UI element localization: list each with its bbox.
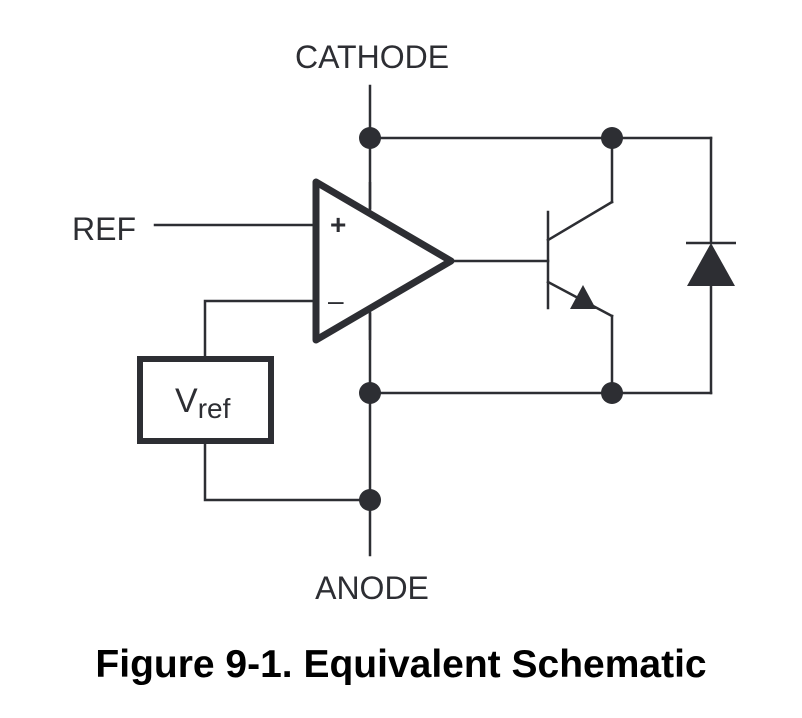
figure-caption: Figure 9-1. Equivalent Schematic xyxy=(95,643,706,686)
ref-label: REF xyxy=(72,211,136,247)
vref-top-wire xyxy=(203,299,318,360)
diode-icon xyxy=(687,243,735,286)
vref-bottom-wire xyxy=(203,439,372,502)
collector-lead xyxy=(546,200,614,242)
vref-box xyxy=(137,356,274,444)
vref-main: V xyxy=(175,382,198,420)
emitter-arrow-icon xyxy=(570,285,596,309)
cathode-label: CATHODE xyxy=(295,39,449,75)
junction-dot xyxy=(359,382,381,404)
vref-subscript: ref xyxy=(198,393,231,424)
junction-dot xyxy=(359,489,381,511)
junction-dot xyxy=(601,127,623,149)
anode-label: ANODE xyxy=(315,570,429,606)
junction-dot xyxy=(359,127,381,149)
minus-sign: – xyxy=(328,285,344,316)
vref-label: Vref xyxy=(175,382,231,424)
junction-dot xyxy=(601,382,623,404)
opamp-triangle xyxy=(312,178,455,344)
plus-sign: + xyxy=(330,209,346,240)
